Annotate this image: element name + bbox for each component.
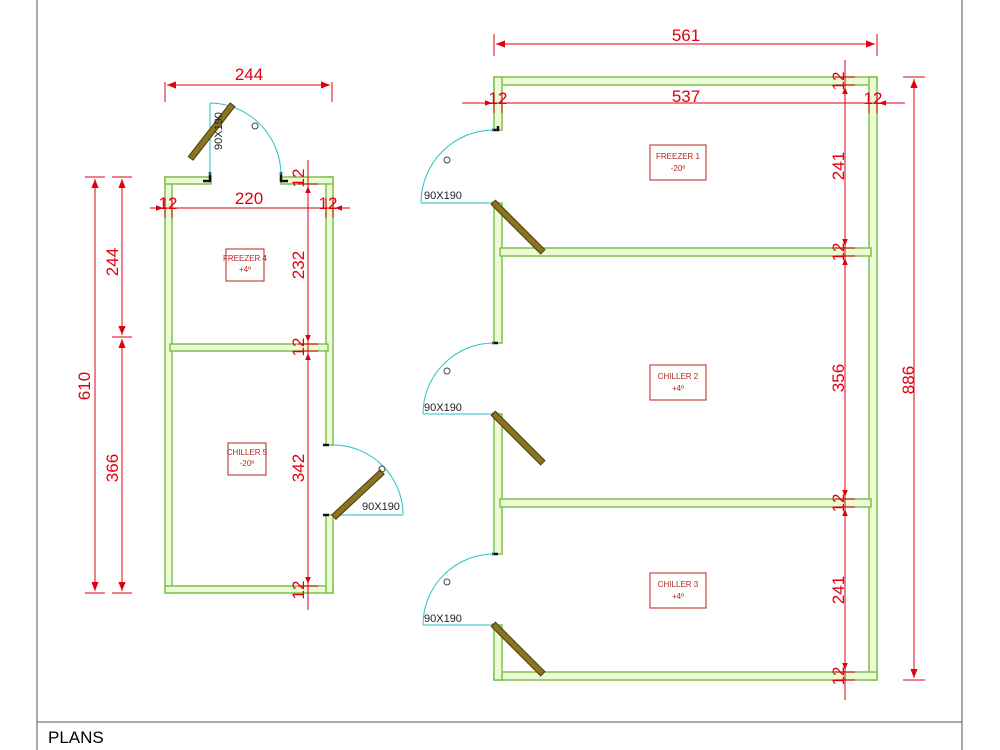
- dim-left-wall-bottom: 12: [289, 581, 308, 600]
- left-walls: [164, 176, 334, 594]
- svg-text:FREEZER 1: FREEZER 1: [656, 152, 701, 161]
- dim-right-wall-bottom: 12: [829, 667, 848, 686]
- room-label-freezer-1: FREEZER 1 -20º: [649, 144, 707, 181]
- dim-left-wall-top: 12: [289, 169, 308, 188]
- door-label-1: 90X190: [424, 190, 462, 202]
- room-label-chiller-3: CHILLER 3 +4º: [649, 572, 707, 609]
- svg-text:+4º: +4º: [239, 265, 251, 274]
- door-swing-3: [422, 553, 546, 677]
- dim-right-room3-inner: 241: [829, 576, 848, 604]
- svg-text:CHILLER 2: CHILLER 2: [658, 372, 699, 381]
- svg-text:+4º: +4º: [672, 592, 684, 601]
- svg-text:-20º: -20º: [671, 164, 686, 173]
- left-dimension-lines: [85, 81, 350, 610]
- dim-right-wall-right: 12: [864, 89, 883, 108]
- left-unit: 90X190 90X190 FREEZER 4 +4º CHILLER 5 -2…: [75, 65, 404, 610]
- dim-right-wall-mid2: 12: [829, 494, 848, 513]
- svg-text:CHILLER 3: CHILLER 3: [658, 580, 699, 589]
- dim-left-wall-mid: 12: [289, 338, 308, 357]
- dim-right-room1-inner: 241: [829, 152, 848, 180]
- dim-right-wall-left: 12: [489, 89, 508, 108]
- svg-text:FREEZER 4: FREEZER 4: [223, 254, 268, 263]
- dim-left-freezer-length: 244: [103, 248, 122, 276]
- room-label-freezer-4: FREEZER 4 +4º: [223, 248, 268, 282]
- svg-text:+4º: +4º: [672, 384, 684, 393]
- sheet-title: PLANS: [48, 728, 104, 747]
- room-label-chiller-5: CHILLER 5 -20º: [227, 442, 268, 476]
- dim-right-overall-length: 886: [899, 366, 918, 394]
- right-dimension-lines: [462, 34, 925, 700]
- door-swing-side: [331, 444, 404, 520]
- dim-left-chiller-inner: 342: [289, 454, 308, 482]
- door-swing-2: [422, 342, 546, 466]
- svg-text:CHILLER 5: CHILLER 5: [227, 448, 268, 457]
- dim-right-wall-top: 12: [829, 72, 848, 91]
- door-label-top: 90X190: [213, 112, 225, 150]
- dim-left-wall-left: 12: [159, 194, 178, 213]
- dim-left-overall-length: 610: [75, 372, 94, 400]
- dim-right-wall-mid1: 12: [829, 243, 848, 262]
- dim-left-freezer-inner: 232: [289, 251, 308, 279]
- door-label-2: 90X190: [424, 402, 462, 414]
- right-unit: 90X190 90X190 90X190 FREEZER 1 -20º CHIL…: [420, 26, 925, 700]
- sheet-frame: [36, 0, 963, 750]
- dim-right-room2-inner: 356: [829, 364, 848, 392]
- dim-right-overall-width: 561: [672, 26, 700, 45]
- door-swing-1: [420, 129, 546, 255]
- door-label-side: 90X190: [362, 501, 400, 513]
- dim-left-wall-right: 12: [319, 194, 338, 213]
- dim-left-chiller-length: 366: [103, 454, 122, 482]
- dim-left-inner-width: 220: [235, 189, 263, 208]
- door-swing-top: [187, 102, 282, 176]
- room-label-chiller-2: CHILLER 2 +4º: [649, 364, 707, 401]
- door-label-3: 90X190: [424, 613, 462, 625]
- dim-left-overall-width: 244: [235, 65, 263, 84]
- dim-right-inner-width: 537: [672, 87, 700, 106]
- svg-text:-20º: -20º: [240, 459, 255, 468]
